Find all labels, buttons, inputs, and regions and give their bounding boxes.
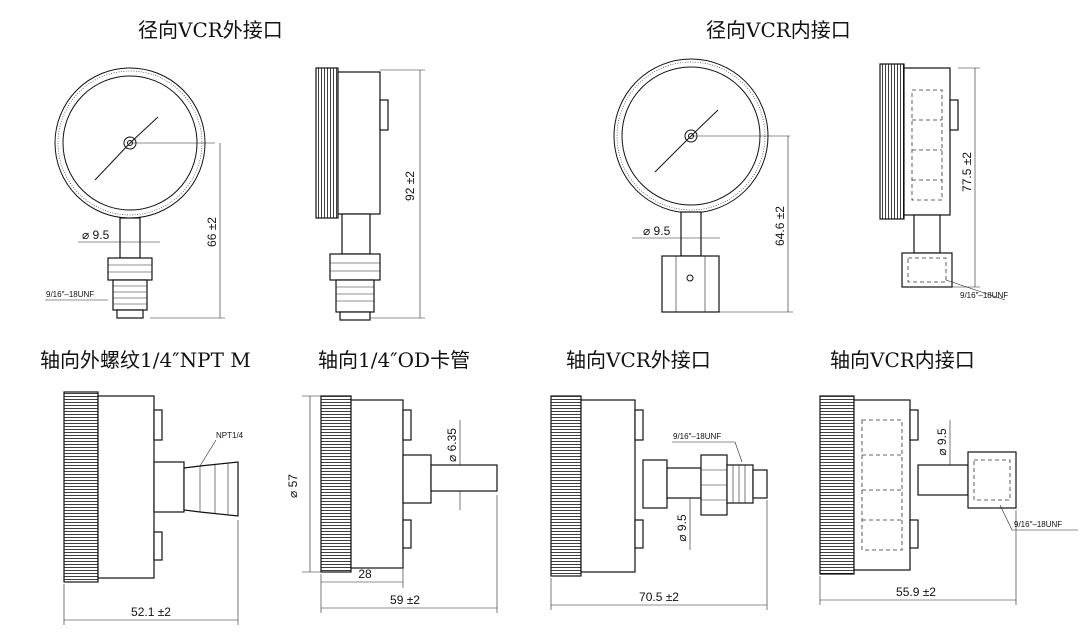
dim-d7-dia: ⌀ 9.5 <box>675 514 689 542</box>
dim-d7-length: 70.5 ±2 <box>639 590 679 604</box>
dim-d3-dia: ⌀ 9.5 <box>643 224 671 238</box>
gauge-side-view-4 <box>879 63 1006 301</box>
title-axial-vcr-female: 轴向VCR内接口 <box>830 348 975 372</box>
dim-d4-height: 77.5 ±2 <box>960 152 974 192</box>
gauge-axial-od <box>302 395 498 613</box>
gauge-axial-vcr-female <box>819 395 1078 605</box>
dim-d6-depth: 28 <box>358 567 372 581</box>
dim-d7-thread: 9/16″–18UNF <box>673 432 721 441</box>
gauge-front-view-1 <box>45 67 225 319</box>
gauge-axial-vcr-male <box>550 395 768 610</box>
gauge-axial-npt <box>63 391 239 625</box>
dim-d5-length: 52.1 ±2 <box>131 605 171 619</box>
dim-d1-thread: 9/16″–18UNF <box>46 290 94 299</box>
title-axial-vcr-male: 轴向VCR外接口 <box>566 348 711 372</box>
dim-d6-dia-body: ⌀ 57 <box>286 474 300 498</box>
dim-d4-thread: 9/16″–18UNF <box>960 291 1008 300</box>
title-axial-npt: 轴向外螺纹1/4″NPT M <box>40 348 251 372</box>
title-axial-od: 轴向1/4″OD卡管 <box>318 348 471 372</box>
title-radial-vcr-male: 径向VCR外接口 <box>138 18 283 42</box>
dim-d8-thread: 9/16″–18UNF <box>1014 520 1062 529</box>
dim-d2-height: 92 ±2 <box>403 171 417 201</box>
dim-d8-length: 55.9 ±2 <box>896 585 936 599</box>
dim-d6-length: 59 ±2 <box>390 593 420 607</box>
dim-d1-height: 66 ±2 <box>205 217 219 247</box>
dim-d5-thread: NPT1/4 <box>216 431 244 440</box>
dim-d3-height: 64.6 ±2 <box>773 206 787 246</box>
title-radial-vcr-female: 径向VCR内接口 <box>706 18 851 42</box>
dim-d1-dia: ⌀ 9.5 <box>82 228 110 242</box>
gauge-front-view-3 <box>613 58 793 313</box>
gauge-side-view-2 <box>315 67 425 321</box>
dim-d6-dia-tube: ⌀ 6.35 <box>445 428 459 462</box>
dim-d8-dia: ⌀ 9.5 <box>935 428 949 456</box>
